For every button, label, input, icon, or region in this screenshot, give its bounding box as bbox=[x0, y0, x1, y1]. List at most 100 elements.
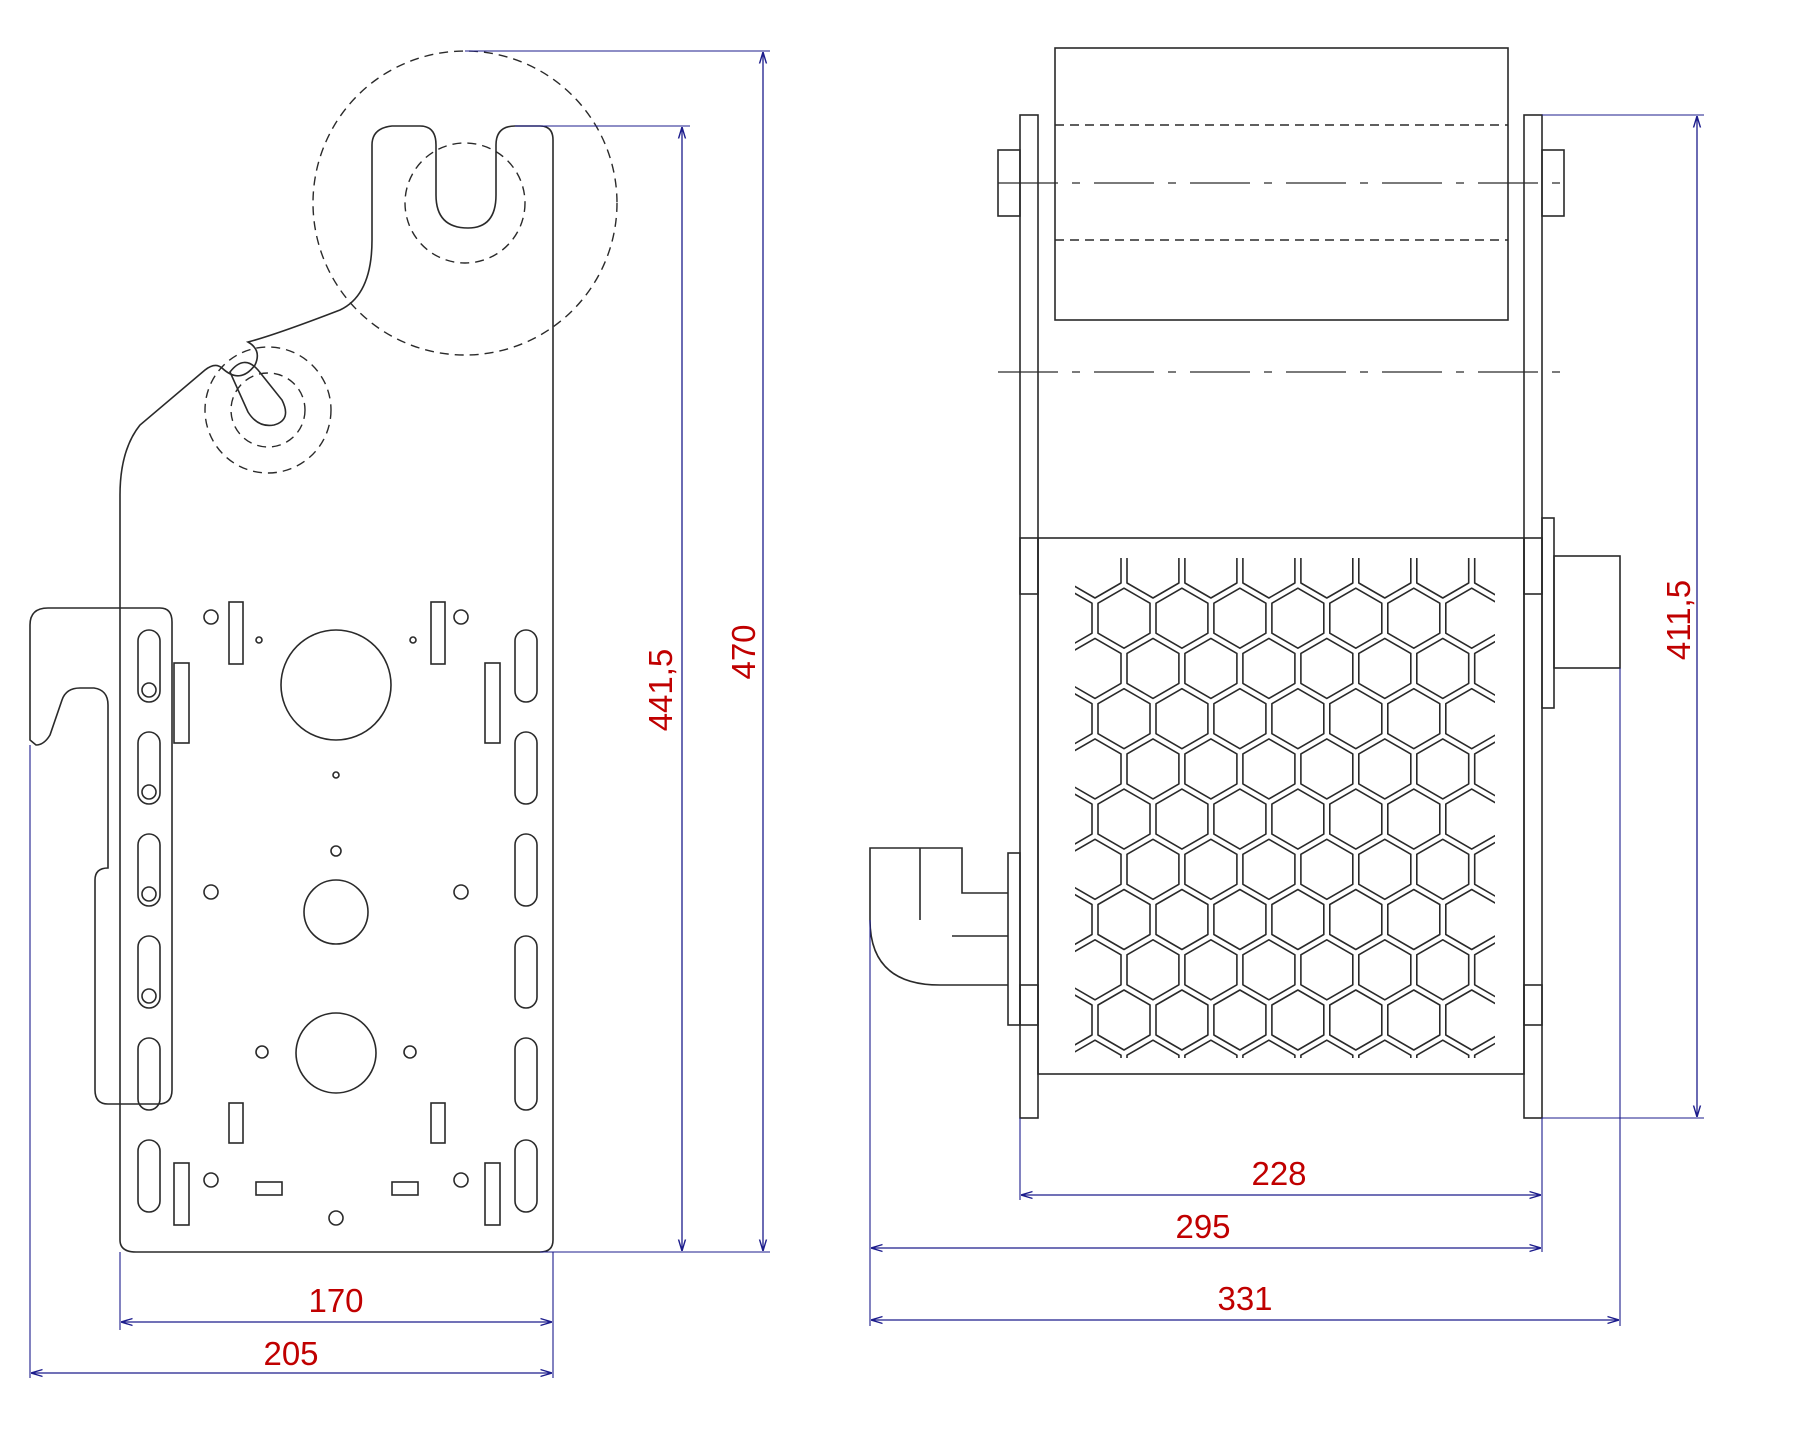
honeycomb-cell bbox=[1126, 938, 1180, 1001]
motor-holes bbox=[280, 629, 392, 1094]
honeycomb-cell bbox=[1533, 839, 1585, 899]
honeycomb-cell bbox=[1416, 1039, 1470, 1058]
honeycomb-cell bbox=[1271, 788, 1325, 850]
pivot-hidden-circle bbox=[204, 346, 332, 474]
left-pipe-elbow bbox=[869, 847, 1008, 986]
honeycomb-cell bbox=[1416, 938, 1470, 1001]
honeycomb-cell bbox=[1184, 558, 1238, 599]
honeycomb-cell bbox=[1416, 838, 1470, 901]
front-side-plate-left bbox=[1019, 114, 1039, 1119]
honeycomb-cell bbox=[1445, 989, 1495, 1051]
honeycomb-cell bbox=[1155, 687, 1209, 750]
honeycomb-cell bbox=[1504, 588, 1556, 648]
honeycomb-cell bbox=[1473, 558, 1495, 596]
side-plate-outline bbox=[119, 125, 554, 1253]
honeycomb-cell bbox=[1445, 587, 1495, 650]
honeycomb-cell bbox=[1011, 638, 1063, 698]
honeycomb-cell bbox=[1300, 738, 1354, 800]
honeycomb-cell bbox=[1242, 738, 1296, 800]
honeycomb-cell bbox=[1562, 689, 1614, 749]
honeycomb-cell bbox=[1075, 738, 1122, 800]
dim-height-470: 470 bbox=[725, 624, 762, 679]
honeycomb-cell bbox=[1242, 1039, 1296, 1058]
honeycomb-cell bbox=[1213, 788, 1267, 850]
honeycomb-cell bbox=[1075, 1039, 1122, 1058]
honeycomb-cell bbox=[1075, 592, 1093, 644]
right-motor-flange bbox=[1541, 517, 1555, 709]
honeycomb-cell bbox=[1155, 587, 1209, 650]
honeycomb-cell bbox=[1562, 789, 1614, 849]
bolt-holes bbox=[203, 609, 469, 1226]
honeycomb-cell bbox=[1329, 587, 1383, 650]
honeycomb-cell bbox=[1300, 1039, 1354, 1058]
honeycomb-cell bbox=[1416, 558, 1470, 599]
honeycomb-cell bbox=[1300, 838, 1354, 901]
pivot-inner-hidden-circle bbox=[230, 372, 306, 448]
honeycomb-cell bbox=[1445, 788, 1495, 850]
honeycomb-cell bbox=[1271, 687, 1325, 750]
honeycomb-cell bbox=[1126, 558, 1180, 599]
honeycomb-cell bbox=[1504, 789, 1556, 849]
honeycomb-cell bbox=[1329, 989, 1383, 1051]
honeycomb-cell bbox=[1213, 888, 1267, 951]
honeycomb-cell bbox=[1473, 741, 1495, 797]
honeycomb-cell bbox=[1387, 888, 1441, 951]
side-clamp bbox=[29, 607, 173, 1105]
honeycomb-cell bbox=[1097, 888, 1151, 951]
honeycomb-cell bbox=[1387, 788, 1441, 850]
honeycomb-cell bbox=[1184, 1039, 1238, 1058]
honeycomb-cell bbox=[1358, 838, 1412, 901]
honeycomb-cell bbox=[1562, 890, 1614, 950]
honeycomb-outer-left-tab bbox=[1019, 537, 1039, 595]
honeycomb-cell bbox=[1242, 938, 1296, 1001]
honeycomb-cell bbox=[1473, 640, 1495, 697]
honeycomb-cell bbox=[1075, 793, 1093, 845]
dim-width-205: 205 bbox=[263, 1335, 318, 1372]
honeycomb-cell bbox=[1213, 587, 1267, 650]
honeycomb-cell bbox=[1155, 788, 1209, 850]
honeycomb-cell bbox=[1011, 739, 1063, 799]
pivot-slot bbox=[229, 361, 287, 427]
honeycomb-cell bbox=[1126, 637, 1180, 700]
honeycomb-cell bbox=[1473, 942, 1495, 998]
honeycomb-cell bbox=[1504, 990, 1556, 1050]
honeycomb-cell bbox=[1387, 687, 1441, 750]
honeycomb-cell bbox=[1184, 738, 1238, 800]
honeycomb-cell bbox=[1358, 938, 1412, 1001]
roller-hidden-circle bbox=[312, 50, 618, 356]
front-side-plate-right bbox=[1523, 114, 1543, 1119]
dim-height-411-5: 411,5 bbox=[1660, 580, 1697, 660]
honeycomb-cell bbox=[1533, 538, 1585, 598]
honeycomb-cell bbox=[1504, 890, 1556, 950]
honeycomb-cell bbox=[1213, 989, 1267, 1051]
honeycomb-cell bbox=[1329, 788, 1383, 850]
honeycomb-cell bbox=[1242, 838, 1296, 901]
honeycomb-cell bbox=[1473, 1042, 1495, 1058]
honeycomb-cell bbox=[1387, 989, 1441, 1051]
roller-axle-hidden-circle bbox=[404, 142, 526, 264]
dim-width-331: 331 bbox=[1217, 1280, 1272, 1317]
honeycomb-cell bbox=[1126, 738, 1180, 800]
dim-height-441-5: 441,5 bbox=[642, 649, 679, 732]
dim-width-170: 170 bbox=[308, 1282, 363, 1319]
honeycomb-cell bbox=[1300, 637, 1354, 700]
front-view: 228 295 331 411,5 bbox=[869, 47, 1704, 1326]
honeycomb-cell bbox=[1075, 938, 1122, 1001]
honeycomb-cell bbox=[1242, 637, 1296, 700]
honeycomb-cell bbox=[1504, 689, 1556, 749]
dim-width-228: 228 bbox=[1251, 1155, 1306, 1192]
honeycomb-cell bbox=[1097, 788, 1151, 850]
honeycomb-bottom-right-tab bbox=[1523, 984, 1543, 1026]
honeycomb-bottom-left-tab bbox=[1019, 984, 1039, 1026]
honeycomb-cell bbox=[1562, 488, 1614, 548]
honeycomb-cell bbox=[1184, 938, 1238, 1001]
honeycomb-cell bbox=[1300, 938, 1354, 1001]
honeycomb-cell bbox=[1445, 687, 1495, 750]
honeycomb-cell bbox=[1075, 692, 1093, 745]
honeycomb-cell bbox=[1271, 888, 1325, 951]
honeycomb-cell bbox=[1155, 888, 1209, 951]
honeycomb-cell bbox=[1416, 738, 1470, 800]
right-slot-column bbox=[514, 629, 538, 1213]
honeycomb-cell bbox=[1329, 888, 1383, 951]
honeycomb-cell bbox=[1533, 739, 1585, 799]
